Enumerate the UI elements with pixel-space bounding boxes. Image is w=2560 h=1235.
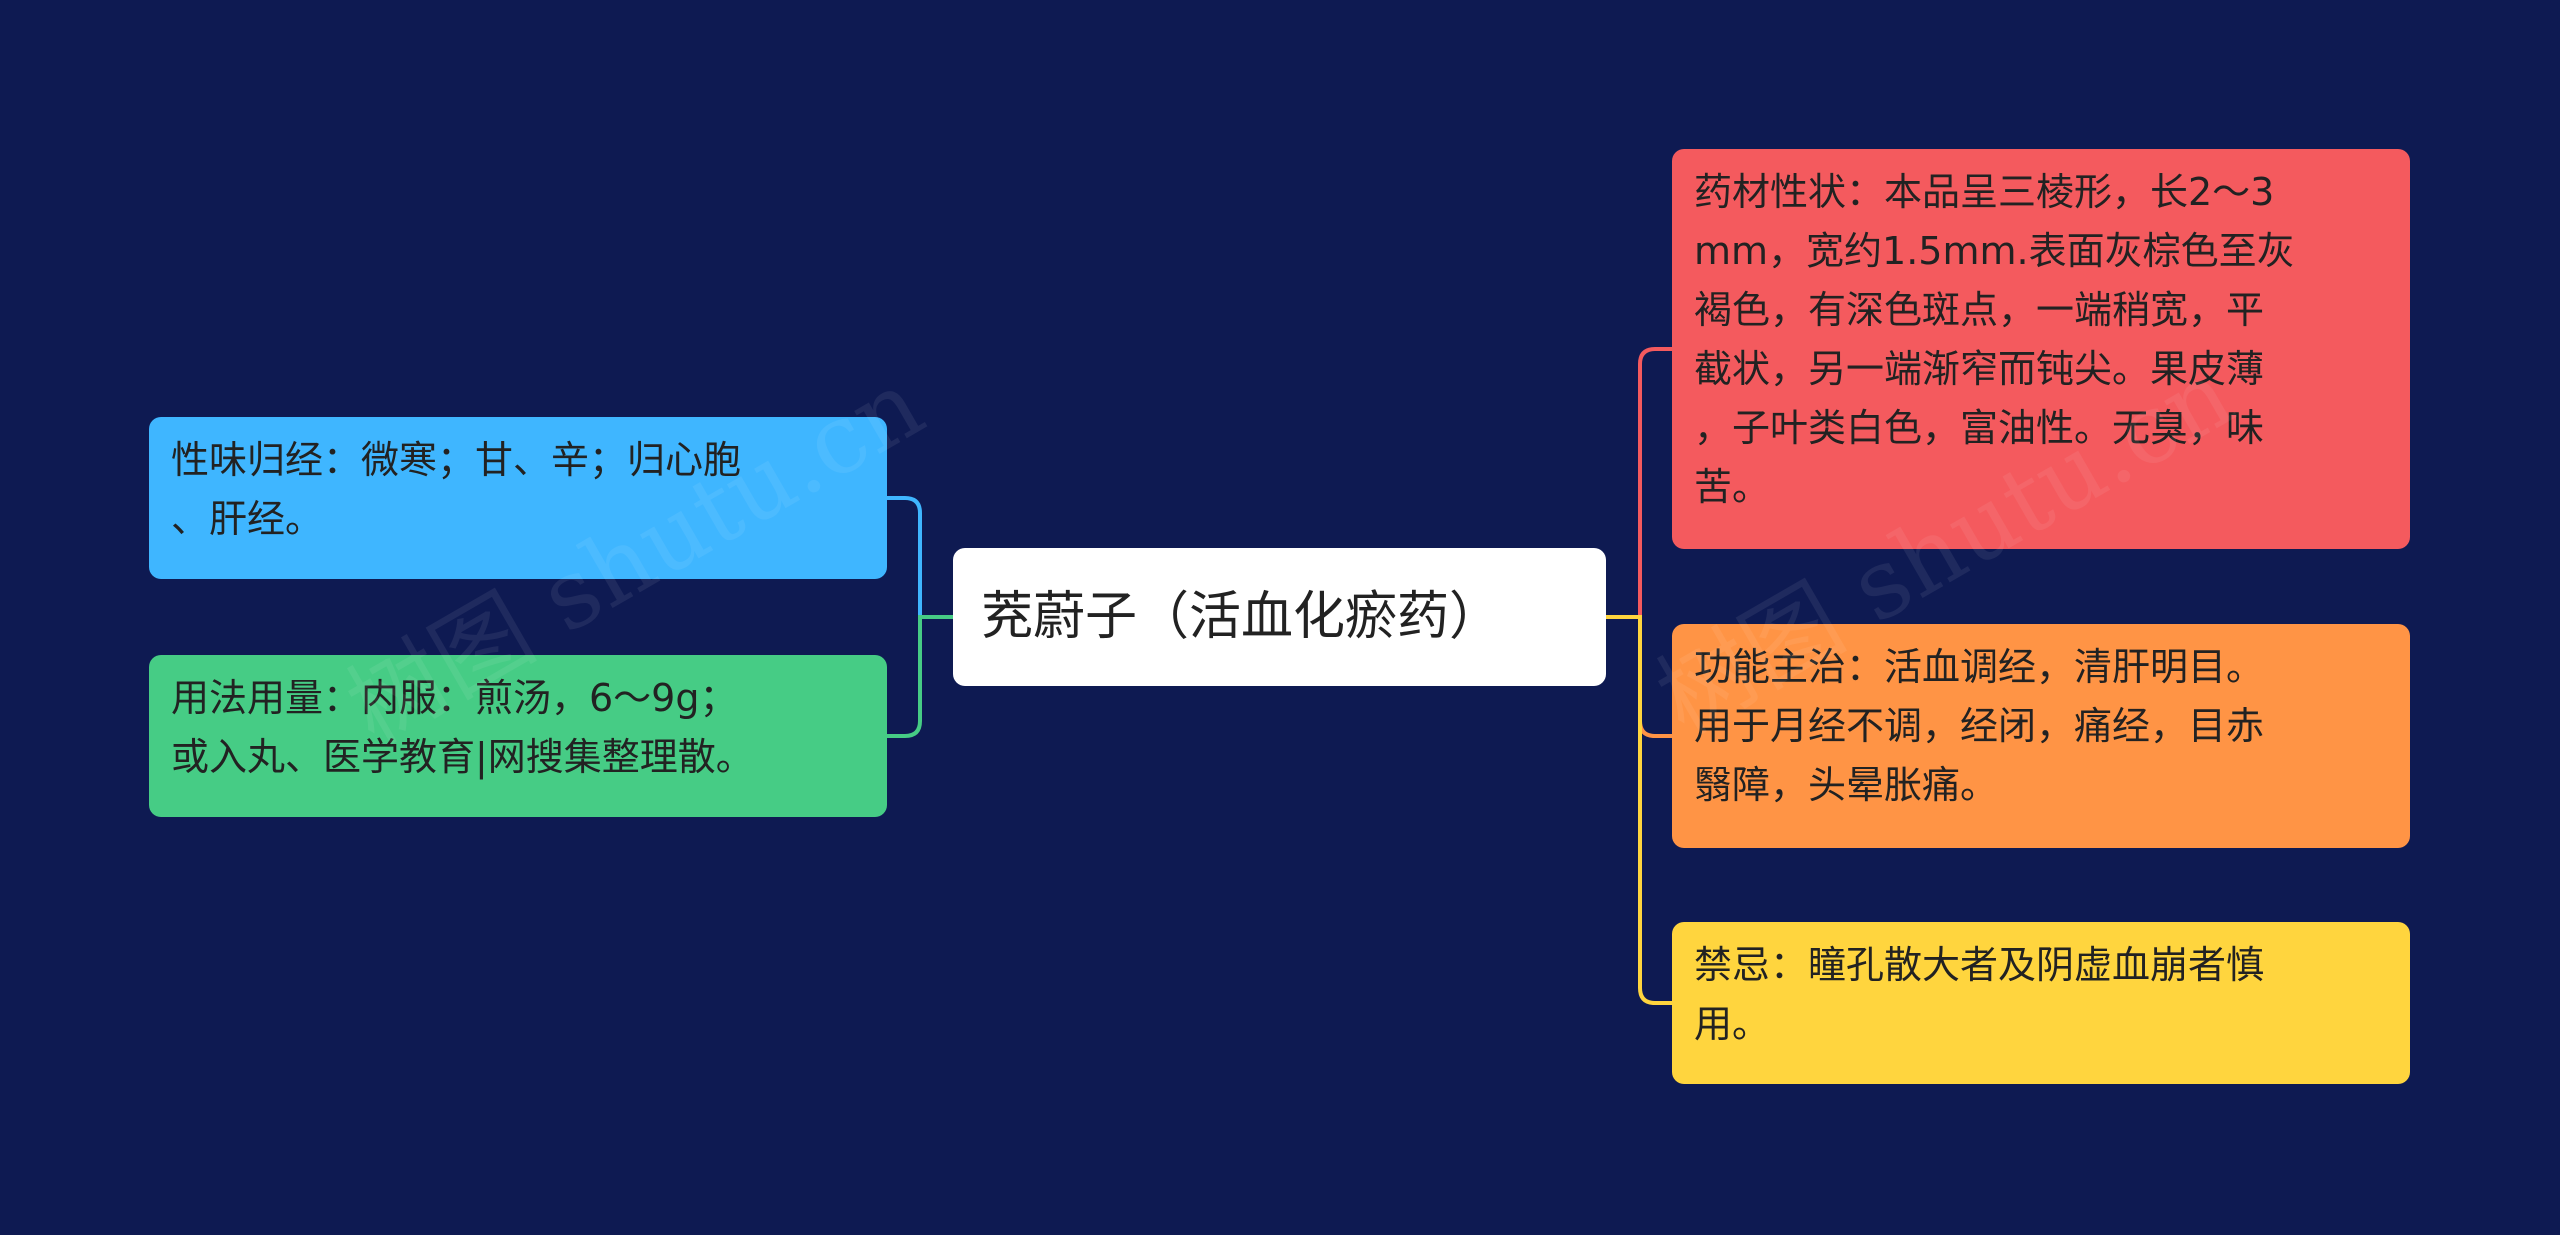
connector-right-red (1606, 347, 1672, 619)
connector-left-green (887, 615, 953, 738)
node-material-description[interactable]: 药材性状：本品呈三棱形，长2～3 mm，宽约1.5mm.表面灰棕色至灰 褐色，有… (1672, 149, 2410, 549)
node-functions-indications[interactable]: 功能主治：活血调经，清肝明目。 用于月经不调，经闭，痛经，目赤 翳障，头晕胀痛。 (1672, 624, 2410, 848)
center-topic[interactable]: 茺蔚子（活血化瘀药） (953, 548, 1606, 686)
node-properties-meridians[interactable]: 性味归经：微寒；甘、辛；归心胞 、肝经。 (149, 417, 887, 579)
connector-left-blue (887, 496, 953, 619)
node-contraindications[interactable]: 禁忌：瞳孔散大者及阴虚血崩者慎 用。 (1672, 922, 2410, 1084)
connector-right-yellow (1606, 615, 1672, 1005)
node-usage-dosage[interactable]: 用法用量：内服：煎汤，6～9g； 或入丸、医学教育|网搜集整理散。 (149, 655, 887, 817)
